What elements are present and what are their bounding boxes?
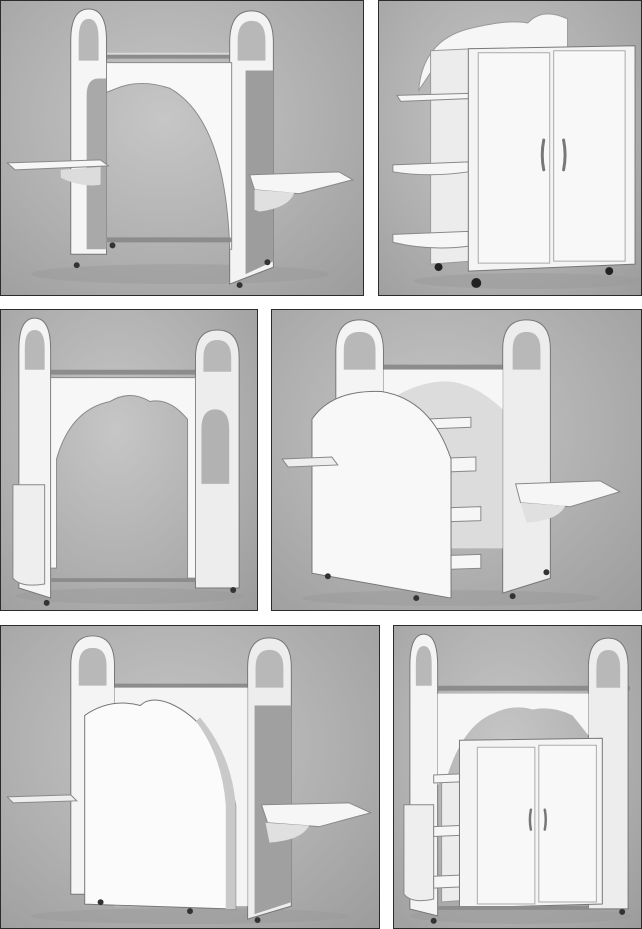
door-cabinet-illustration [392,13,641,289]
folded-frame-illustration [12,317,245,606]
shelf-unit-illustration [281,319,622,607]
photo-cabinet-frame-with-folded-tables [0,309,258,611]
photo-cabinet-frame-with-side-tables [0,0,364,296]
photo-cabinet-with-double-doors-and-shelves [378,0,642,296]
photo-cabinet-frame-with-door-unit-inserted [393,625,642,929]
door-unit-inserted-illustration [403,633,633,924]
cabinet-frame-illustration [5,8,355,289]
photo-cabinet-frame-with-rolling-shelf-unit [271,309,642,611]
photo-cabinet-frame-with-panel-inserted [0,625,380,929]
panel-inserted-illustration [6,635,373,925]
